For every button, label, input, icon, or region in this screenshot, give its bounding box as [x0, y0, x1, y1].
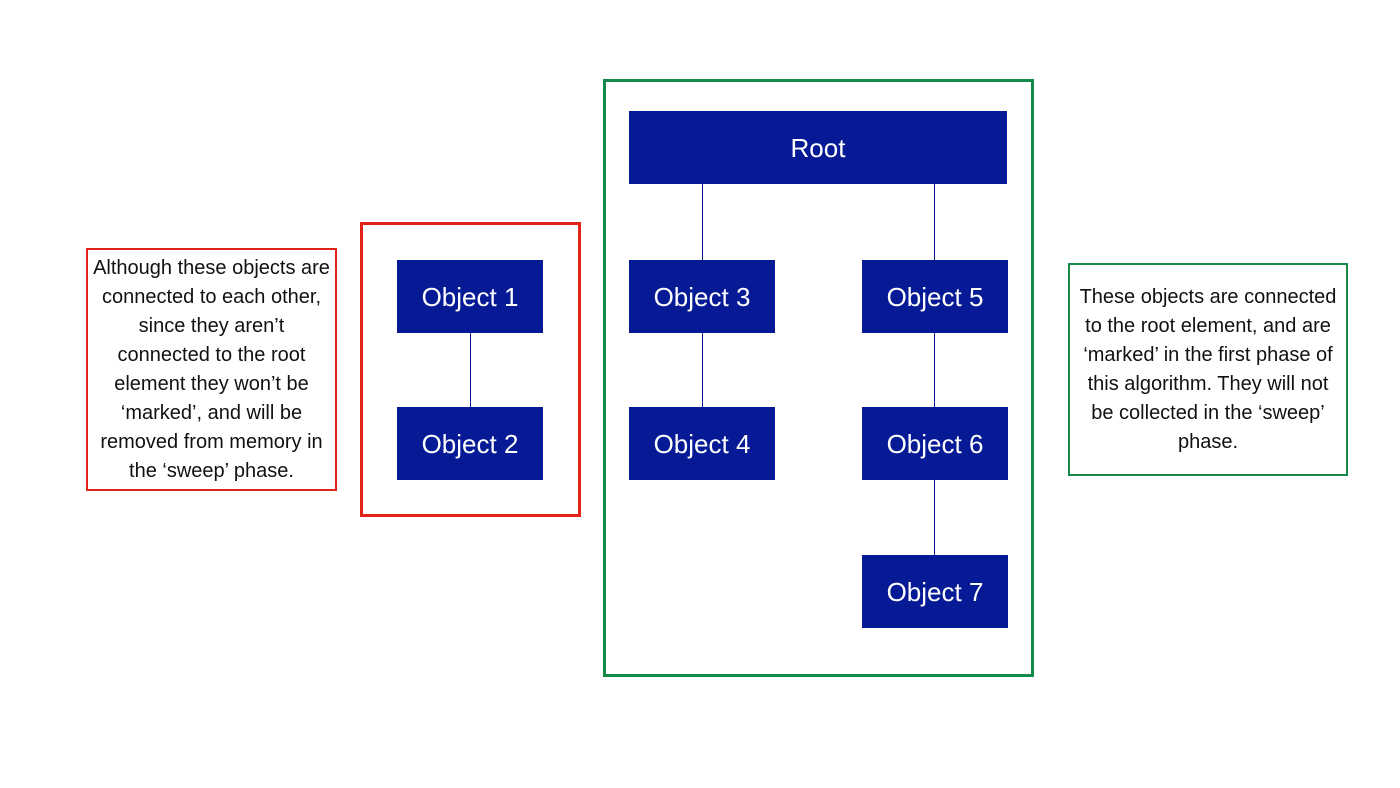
connector-root-object3: [702, 184, 703, 260]
connector-object5-object6: [934, 333, 935, 407]
object-1-node: Object 1: [397, 260, 543, 333]
connector-object3-object4: [702, 333, 703, 407]
object-7-node: Object 7: [862, 555, 1008, 628]
unreachable-group-box: [360, 222, 581, 517]
unreachable-note: Although these objects are connected to …: [86, 248, 337, 491]
object-2-node: Object 2: [397, 407, 543, 480]
object-5-node: Object 5: [862, 260, 1008, 333]
object-6-node: Object 6: [862, 407, 1008, 480]
root-node: Root: [629, 111, 1007, 184]
connector-object1-object2: [470, 333, 471, 407]
connector-root-object5: [934, 184, 935, 260]
connector-object6-object7: [934, 480, 935, 555]
unreachable-note-text: Although these objects are connected to …: [93, 256, 330, 482]
object-3-node: Object 3: [629, 260, 775, 333]
reachable-group-box: [603, 79, 1034, 677]
reachable-note-text: These objects are connected to the root …: [1079, 285, 1337, 453]
object-4-node: Object 4: [629, 407, 775, 480]
reachable-note: These objects are connected to the root …: [1068, 263, 1348, 476]
